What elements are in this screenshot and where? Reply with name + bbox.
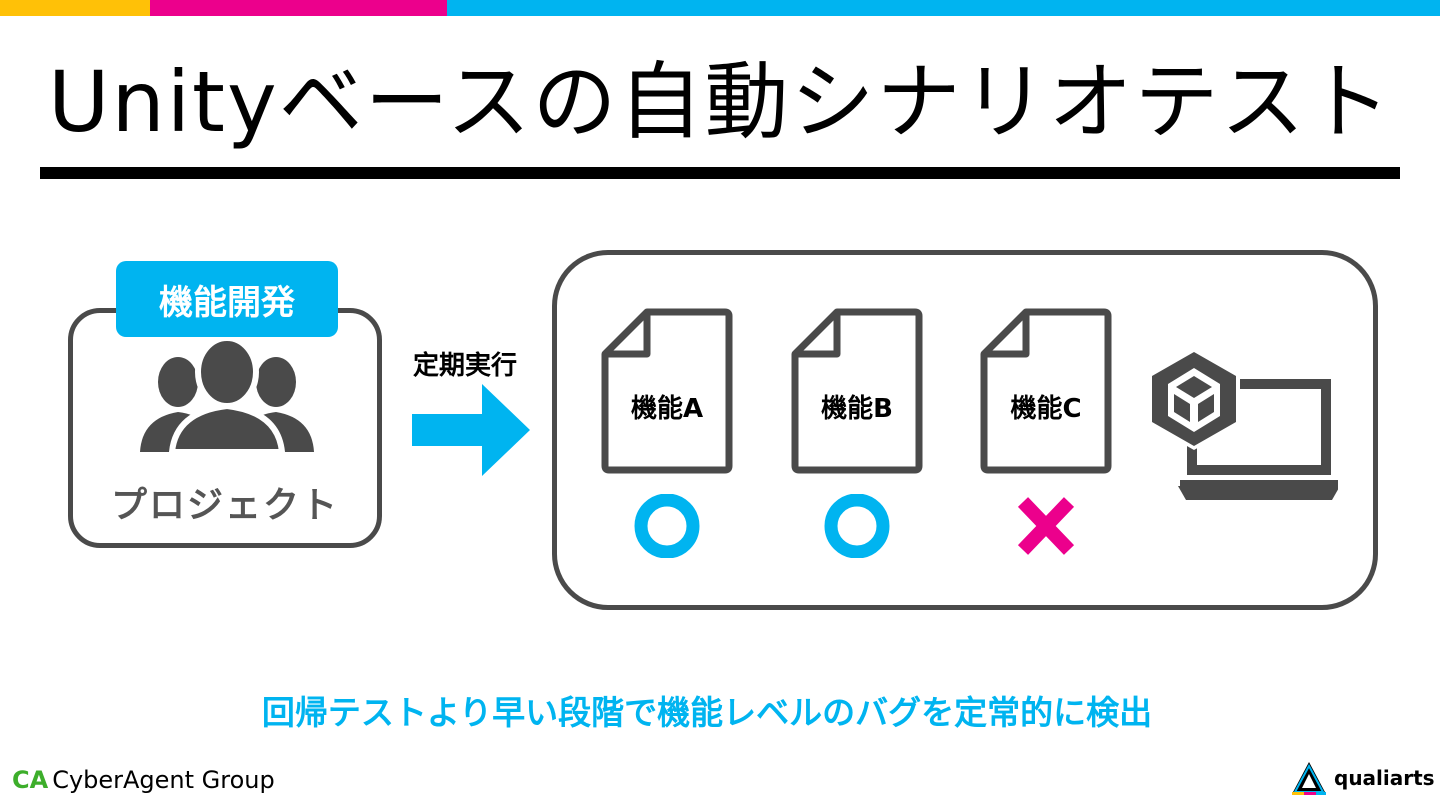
feature-b-document: 機能B [791, 308, 923, 474]
fail-cross-icon [1013, 496, 1079, 560]
summary-caption: 回帰テストより早い段階で機能レベルのバグを定常的に検出 [261, 693, 1153, 732]
feature-development-badge: 機能開発 [116, 261, 338, 337]
pass-circle-icon [822, 493, 892, 562]
unity-laptop-icon [1146, 346, 1340, 506]
qualiarts-triangle-icon [1292, 762, 1326, 795]
cyberagent-logo: CA CyberAgent Group [12, 766, 275, 794]
feature-c-document: 機能C [980, 308, 1112, 474]
top-bar-cyan [447, 0, 1440, 16]
scheduled-run-label: 定期実行 [412, 351, 517, 381]
page-title: Unityベースの自動シナリオテスト [48, 53, 1393, 151]
feature-c-label: 機能C [1010, 394, 1082, 424]
project-label: プロジェクト [110, 485, 339, 526]
ca-mark-icon: CA [12, 766, 49, 794]
top-bar-yellow [0, 0, 150, 16]
pass-circle-icon [632, 493, 702, 562]
top-color-bar [0, 0, 1440, 16]
test-execution-box [552, 250, 1378, 610]
feature-a-document: 機能A [601, 308, 733, 474]
people-group-icon [138, 335, 316, 458]
right-arrow-icon [412, 384, 530, 480]
feature-a-label: 機能A [630, 394, 704, 424]
qualiarts-logo: qualiarts [1290, 760, 1435, 796]
title-underline [40, 167, 1400, 179]
document-icon [601, 308, 733, 474]
top-bar-magenta [150, 0, 447, 16]
document-icon [980, 308, 1112, 474]
feature-b-label: 機能B [821, 394, 893, 424]
cyberagent-text: CyberAgent Group [52, 766, 275, 794]
document-icon [791, 308, 923, 474]
qualiarts-text: qualiarts [1334, 766, 1435, 790]
